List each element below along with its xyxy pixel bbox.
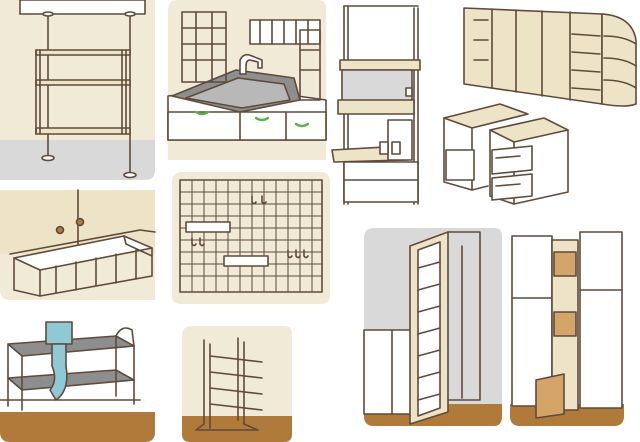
cabinet-row-icon xyxy=(463,7,637,107)
panel-drawer-boxes xyxy=(443,103,569,205)
panel-cabinet-row xyxy=(463,7,637,107)
panel-wire-grid xyxy=(172,172,330,304)
panel-sink-dish-rack xyxy=(167,0,327,160)
tension-pole-shelf-icon xyxy=(35,11,137,179)
gap-cart-icon xyxy=(535,239,579,419)
panel-under-sink-shelf xyxy=(0,321,155,442)
panel-under-cabinet-rack xyxy=(0,189,156,300)
under-cabinet-rack-icon xyxy=(13,235,153,297)
kitchen-rack-icon xyxy=(331,5,421,205)
panel-kitchen-rack-with-trays xyxy=(331,5,421,205)
under-sink-shelf-icon xyxy=(7,327,135,411)
panel-pan-rack xyxy=(182,326,292,442)
panel-slim-pull-out-rack xyxy=(363,228,502,426)
panel-gap-pull-out-cart xyxy=(510,228,624,426)
dish-rack-icon xyxy=(181,11,321,101)
wire-grid-icon xyxy=(179,179,323,293)
pan-rack-icon xyxy=(195,337,263,431)
slim-rack-icon xyxy=(409,231,449,425)
panel-tension-pole-shelf xyxy=(0,0,155,180)
drawer-box-icon xyxy=(443,103,569,205)
